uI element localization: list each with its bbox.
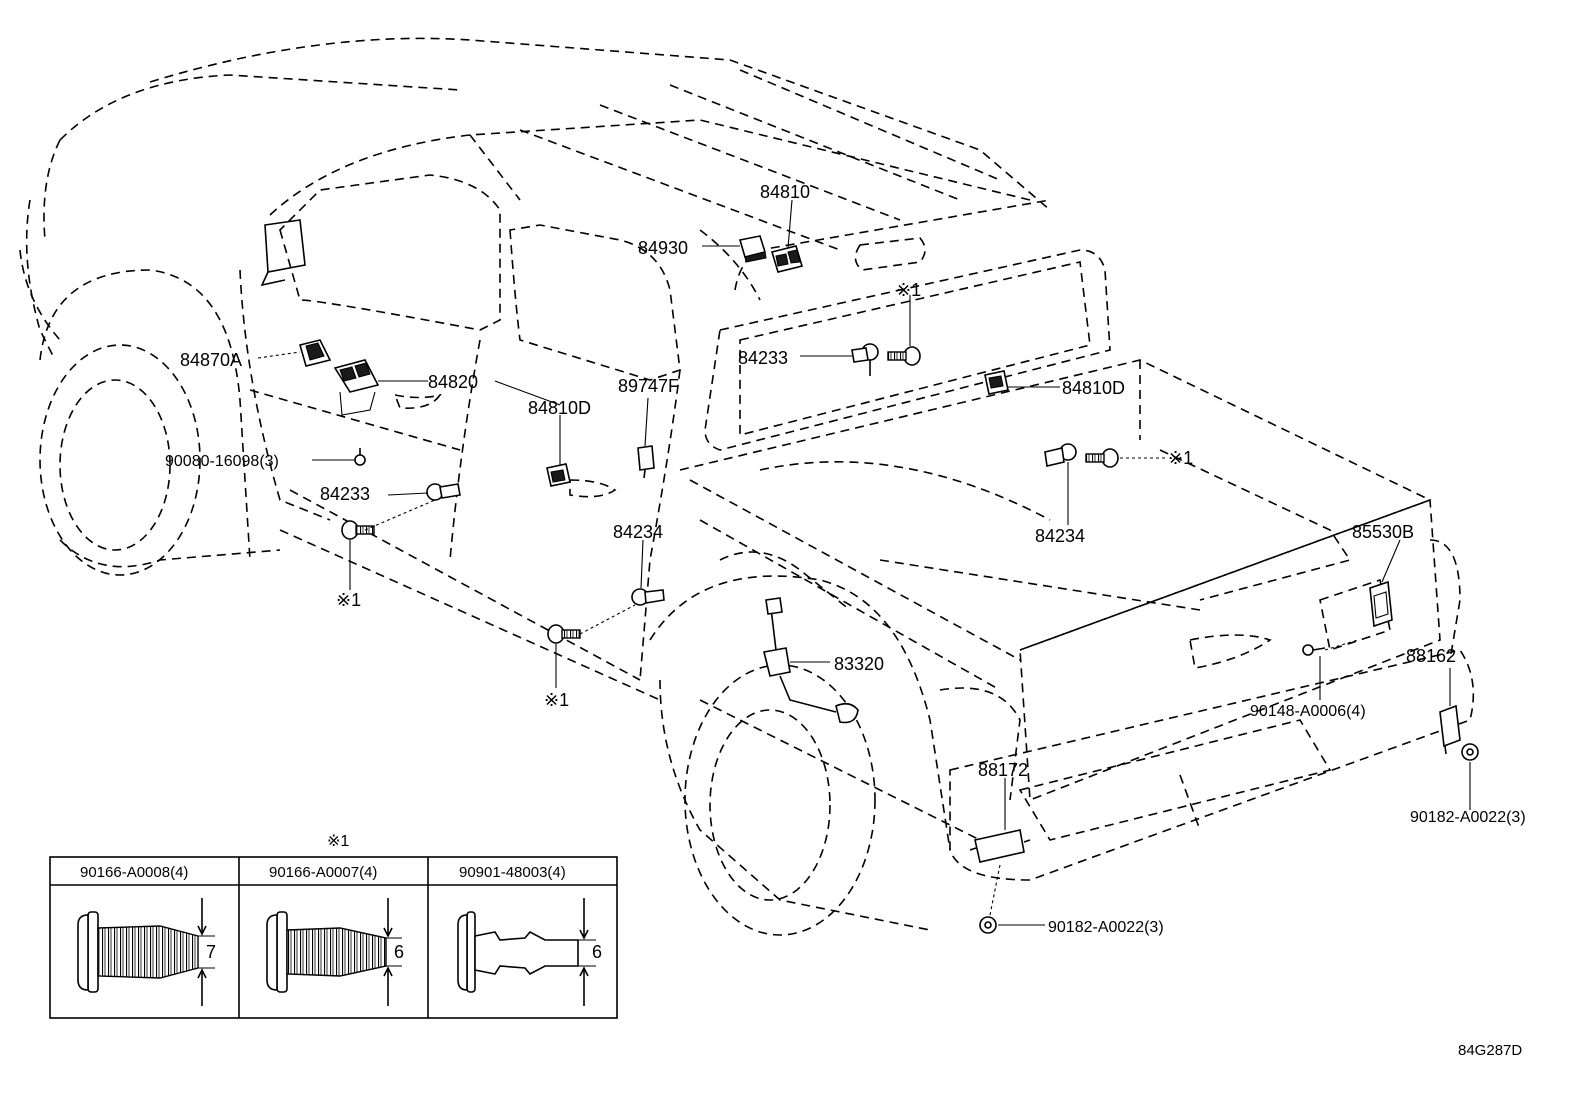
label-90182-right[interactable]: 90182-A0022(3) <box>1410 809 1526 826</box>
dim-90901-48003: 6 <box>592 942 602 962</box>
label-88172[interactable]: 88172 <box>978 760 1028 780</box>
label-89747F[interactable]: 89747F <box>618 376 679 396</box>
part-88162-sensor[interactable] <box>1439 704 1461 755</box>
part-84820-master-switch[interactable] <box>333 359 380 416</box>
table-col-2-part: 90166-A0007(4) <box>269 864 377 881</box>
note-mark-right: ※1 <box>1168 448 1193 468</box>
clip-90166-A0008-drawing: 7 <box>77 898 216 1006</box>
dim-90166-A0008: 7 <box>206 942 216 962</box>
part-84810D-right-switch[interactable] <box>984 370 1009 395</box>
clip-90166-A0007-drawing: 6 <box>266 898 404 1006</box>
part-85530B-lamp[interactable] <box>1369 580 1393 628</box>
table-col-3-part: 90901-48003(4) <box>459 864 566 881</box>
dim-90166-A0007: 6 <box>394 942 404 962</box>
part-84870A-switch[interactable] <box>299 339 332 367</box>
label-88162[interactable]: 88162 <box>1406 646 1456 666</box>
label-84234-left[interactable]: 84234 <box>613 522 663 542</box>
clip-90901-48003-drawing: 6 <box>457 898 602 1006</box>
part-90182-nut-bottom[interactable] <box>979 916 997 934</box>
label-84930[interactable]: 84930 <box>638 238 688 258</box>
label-84870A[interactable]: 84870A <box>180 350 242 370</box>
part-clip-rear[interactable] <box>887 346 921 366</box>
table-title: ※1 <box>327 833 349 850</box>
label-84820[interactable]: 84820 <box>428 372 478 392</box>
callout-labels: 84810 84930 84870A 84820 84810D 89747F 8… <box>165 182 1526 936</box>
label-84810[interactable]: 84810 <box>760 182 810 202</box>
label-84233-rear[interactable]: 84233 <box>738 348 788 368</box>
part-90182-nut-right[interactable] <box>1461 743 1479 761</box>
part-84810D-left-switch[interactable] <box>546 463 571 487</box>
label-84233-front[interactable]: 84233 <box>320 484 370 504</box>
leader-lines <box>257 199 1471 926</box>
label-90148[interactable]: 90148-A0006(4) <box>1250 703 1366 720</box>
part-83320-harness[interactable] <box>763 597 859 724</box>
part-90148-screw[interactable] <box>1302 644 1326 656</box>
part-clip-right[interactable] <box>1085 448 1119 468</box>
part-84930-switch[interactable] <box>738 235 767 263</box>
truck-outline <box>19 37 1475 936</box>
part-88172-sensor[interactable] <box>969 829 1031 863</box>
label-84234-right[interactable]: 84234 <box>1035 526 1085 546</box>
label-90182-bottom[interactable]: 90182-A0022(3) <box>1048 919 1164 936</box>
label-85530B[interactable]: 85530B <box>1352 522 1414 542</box>
parts <box>299 235 1479 934</box>
label-84810D-left[interactable]: 84810D <box>528 398 591 418</box>
diagram-code: 84G287D <box>1458 1042 1522 1059</box>
label-90080[interactable]: 90080-16098(3) <box>165 453 279 470</box>
label-83320[interactable]: 83320 <box>834 654 884 674</box>
part-84233-front-switch[interactable] <box>426 483 461 501</box>
note-mark-mid: ※1 <box>544 690 569 710</box>
part-84234-right-switch[interactable] <box>1044 443 1077 467</box>
note-mark-rear: ※1 <box>896 280 921 300</box>
part-clip-mid[interactable] <box>547 624 581 644</box>
part-84234-left-switch[interactable] <box>631 588 665 606</box>
part-89747F-sensor[interactable] <box>637 445 655 479</box>
label-84810D-right[interactable]: 84810D <box>1062 378 1125 398</box>
part-84233-rear-switch[interactable] <box>851 343 879 376</box>
part-90080-screw[interactable] <box>354 448 366 466</box>
part-84810-switch[interactable] <box>770 245 804 273</box>
fastener-table: ※1 90166-A0008(4) 90166-A0007(4) 90901-4… <box>49 833 618 1019</box>
part-clip-front[interactable] <box>341 520 375 540</box>
note-mark-front: ※1 <box>336 590 361 610</box>
table-col-1-part: 90166-A0008(4) <box>80 864 188 881</box>
